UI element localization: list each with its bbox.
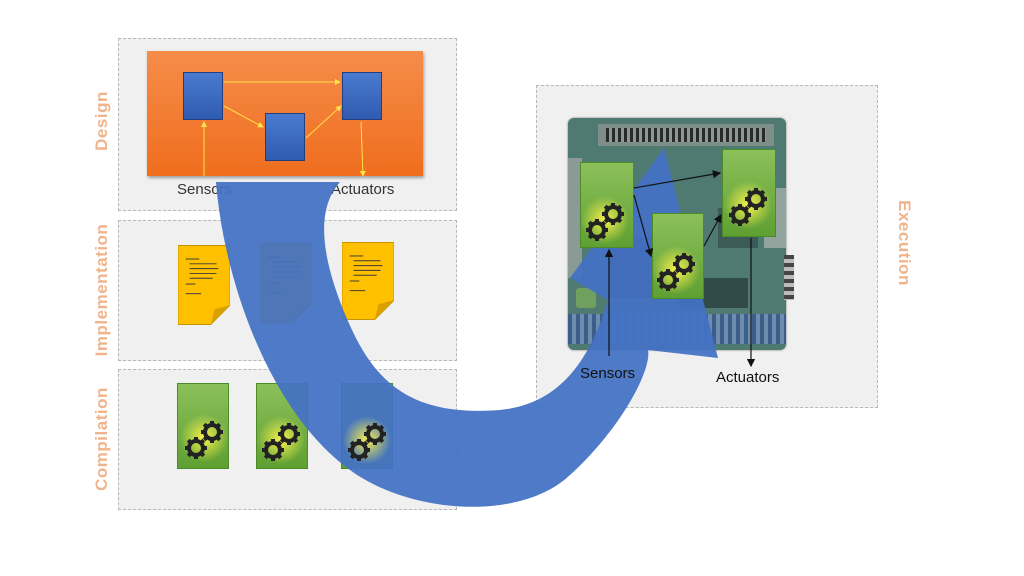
design-actuators-label: Actuators xyxy=(331,181,395,198)
design-block-input xyxy=(183,72,223,120)
deployed-binary-input xyxy=(580,162,634,248)
board-pin-header xyxy=(784,255,794,300)
design-block-middle xyxy=(265,113,305,161)
design-block-output xyxy=(342,72,382,120)
document-icon xyxy=(178,245,230,325)
deployment-arrow xyxy=(216,148,718,507)
execution-actuators-label: Actuators xyxy=(716,369,780,386)
deployed-binary-middle xyxy=(652,213,704,299)
execution-sensors-label: Sensors xyxy=(580,365,636,382)
deployed-binary-output xyxy=(722,149,776,237)
document-icon xyxy=(342,242,394,320)
